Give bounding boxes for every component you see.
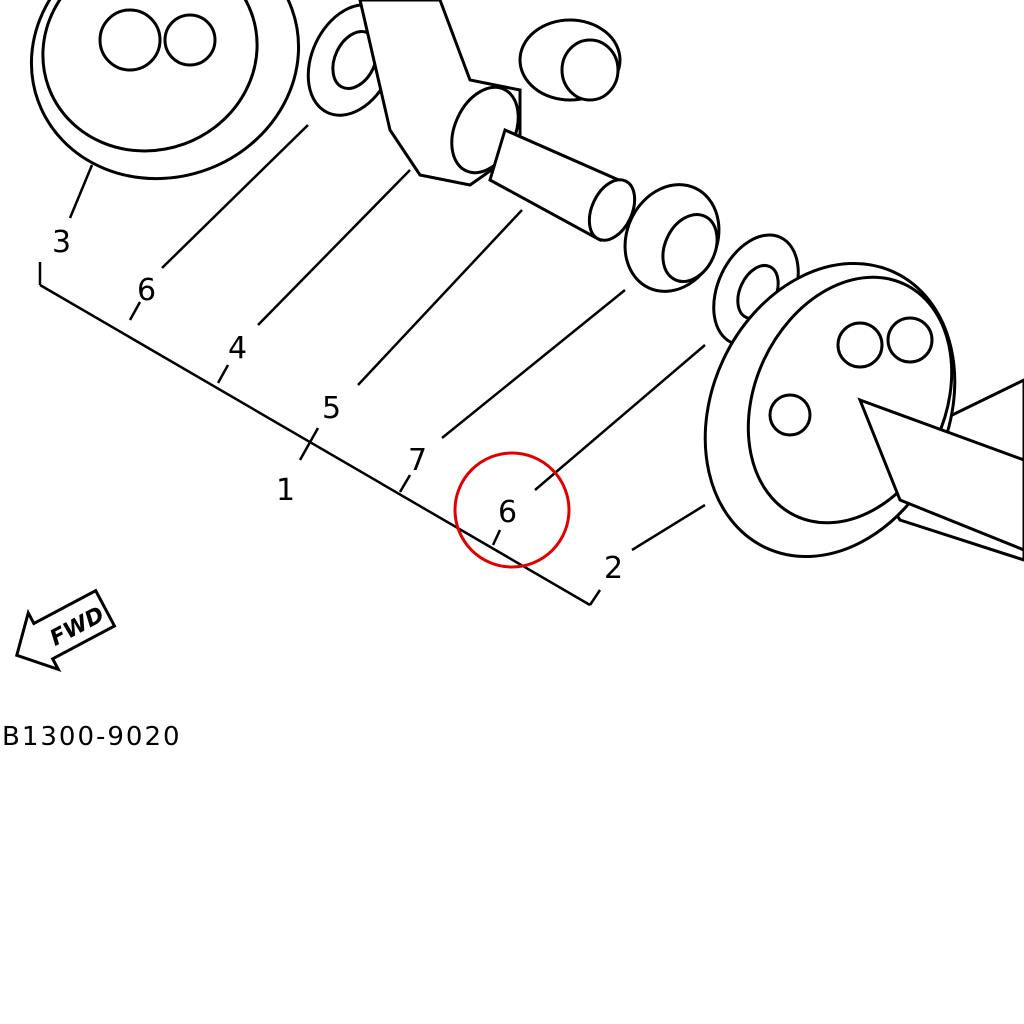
- leader-lines: [38, 124, 706, 607]
- big-end-bearing: [623, 183, 721, 293]
- callout-7: 7: [408, 443, 427, 478]
- fwd-arrow-icon: FWD: [14, 588, 117, 673]
- highlight-circle: [453, 451, 571, 569]
- diagram-code: B1300-9020: [2, 722, 182, 752]
- left-flywheel: [29, 0, 301, 181]
- callout-1: 1: [276, 473, 295, 508]
- callout-5: 5: [322, 391, 341, 426]
- callout-6a: 6: [137, 273, 156, 308]
- callout-2: 2: [604, 551, 623, 586]
- callout-4: 4: [228, 331, 247, 366]
- callout-6b[interactable]: 6: [498, 495, 517, 530]
- crank-pin: [488, 127, 637, 243]
- callout-3: 3: [52, 225, 71, 260]
- small-end-bearing: [518, 18, 622, 102]
- right-flywheel: [703, 261, 1024, 562]
